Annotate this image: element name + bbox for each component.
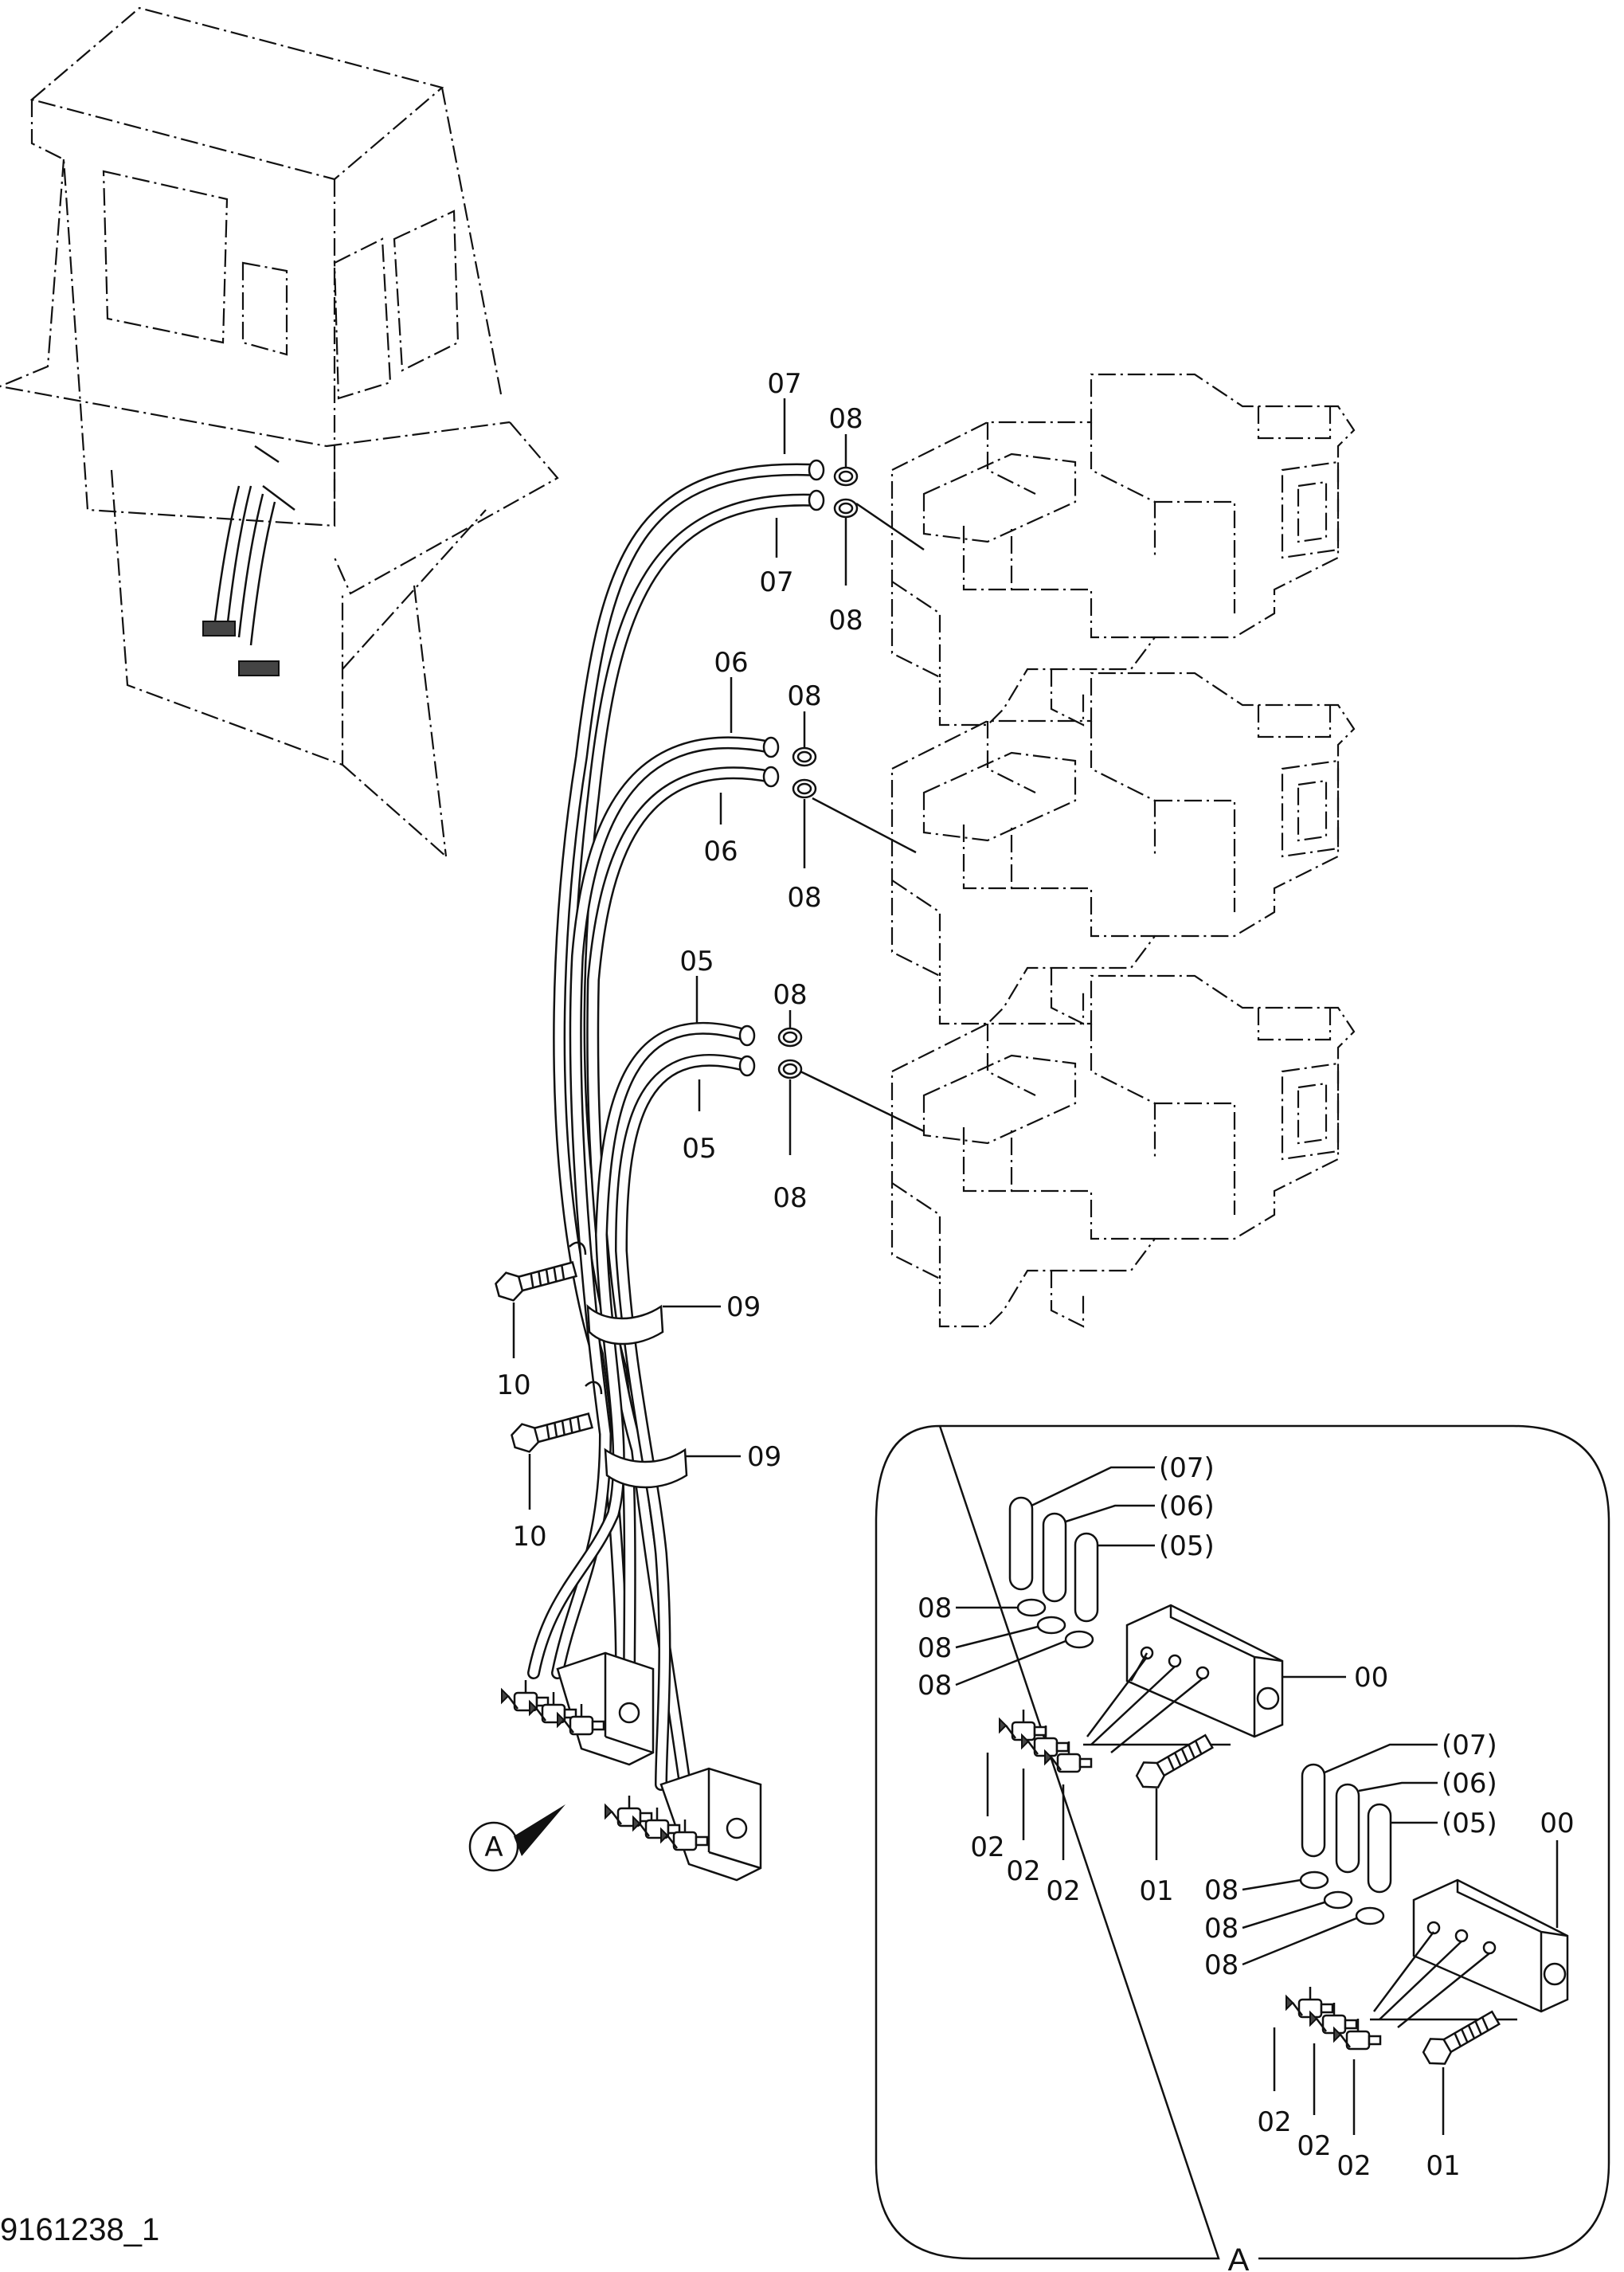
detail1-callout-cock-a: 02 <box>970 1831 1004 1863</box>
hose-band-lower <box>604 1447 688 1489</box>
detail2-callout-clamp-c: 08 <box>1204 1949 1239 1981</box>
callout-clamp-middle-bottom: 08 <box>787 882 821 914</box>
callout-hose-07-top: 07 <box>767 368 801 400</box>
callout-bolt-lower: 10 <box>512 1521 546 1553</box>
callout-hose-05-top: 05 <box>679 946 714 977</box>
detail1-callout-hose-06: (06) <box>1159 1491 1215 1522</box>
callout-hose-06-bottom: 06 <box>703 836 738 868</box>
detail2-callout-hose-06: (06) <box>1442 1768 1497 1800</box>
detail-set-2 <box>1285 1763 1569 2071</box>
callout-clamp-upper-top: 08 <box>828 403 863 435</box>
main-callouts: 07 07 08 08 06 06 08 08 05 05 08 08 09 0… <box>496 368 863 1553</box>
callout-clamp-upper-bottom: 08 <box>828 605 863 637</box>
detail1-callout-clamp-b: 08 <box>918 1632 952 1664</box>
detail1-callout-block: 00 <box>1354 1662 1388 1694</box>
callout-hose-07-bottom: 07 <box>759 566 793 598</box>
detail-frame-label: A <box>1228 2243 1250 2272</box>
detail1-callout-clamp-c: 08 <box>918 1670 952 1702</box>
connection-lines <box>800 502 925 1133</box>
callout-band-lower: 09 <box>747 1441 781 1473</box>
detail2-callout-clamp-b: 08 <box>1204 1913 1239 1945</box>
detail2-callout-hose-05: (05) <box>1442 1808 1497 1839</box>
detail1-callout-cock-c: 02 <box>1046 1875 1080 1907</box>
valve-block-lower <box>604 1767 762 1882</box>
detail-view-a: A <box>875 1424 1610 2272</box>
detail1-callout-hose-05: (05) <box>1159 1530 1215 1562</box>
hose-clamp-middle <box>792 746 817 799</box>
detail2-callout-block: 00 <box>1540 1808 1574 1839</box>
detail-set-1 <box>998 1496 1284 1795</box>
detail2-callout-cock-b: 02 <box>1297 2130 1331 2162</box>
heater-unit-lower <box>890 974 1356 1328</box>
callout-hose-05-bottom: 05 <box>682 1133 716 1165</box>
detail2-callout-bolt: 01 <box>1426 2150 1460 2182</box>
callout-band-upper: 09 <box>726 1291 761 1323</box>
detail2-callout-cock-c: 02 <box>1336 2150 1371 2182</box>
heater-hoses <box>527 459 825 1791</box>
callout-hose-06-top: 06 <box>714 647 748 679</box>
valve-block-upper <box>500 1651 655 1766</box>
view-marker-letter: A <box>484 1831 503 1863</box>
view-marker-a: A <box>468 1804 565 1872</box>
detail1-callout-cock-b: 02 <box>1006 1855 1040 1887</box>
hose-band-upper <box>586 1304 664 1346</box>
callout-clamp-middle-top: 08 <box>787 680 821 712</box>
heater-unit-upper <box>890 373 1356 727</box>
bolt-lower <box>508 1405 596 1456</box>
callout-clamp-lower-bottom: 08 <box>773 1182 807 1214</box>
detail2-callout-cock-a: 02 <box>1257 2106 1291 2138</box>
detail2-callout-clamp-a: 08 <box>1204 1874 1239 1906</box>
detail1-callout-hose-07: (07) <box>1159 1452 1215 1484</box>
detail1-callout-clamp-a: 08 <box>918 1592 952 1624</box>
operator-cab <box>0 6 559 857</box>
callout-clamp-lower-top: 08 <box>773 979 807 1011</box>
drawing-number: 9161238_1 <box>0 2212 159 2247</box>
callout-bolt-upper: 10 <box>496 1369 530 1401</box>
detail2-callout-hose-07: (07) <box>1442 1729 1497 1761</box>
hose-clamp-upper <box>833 466 859 519</box>
detail1-callout-bolt: 01 <box>1139 1875 1173 1907</box>
hose-clamp-lower <box>777 1027 803 1079</box>
bolt-upper <box>492 1254 580 1305</box>
